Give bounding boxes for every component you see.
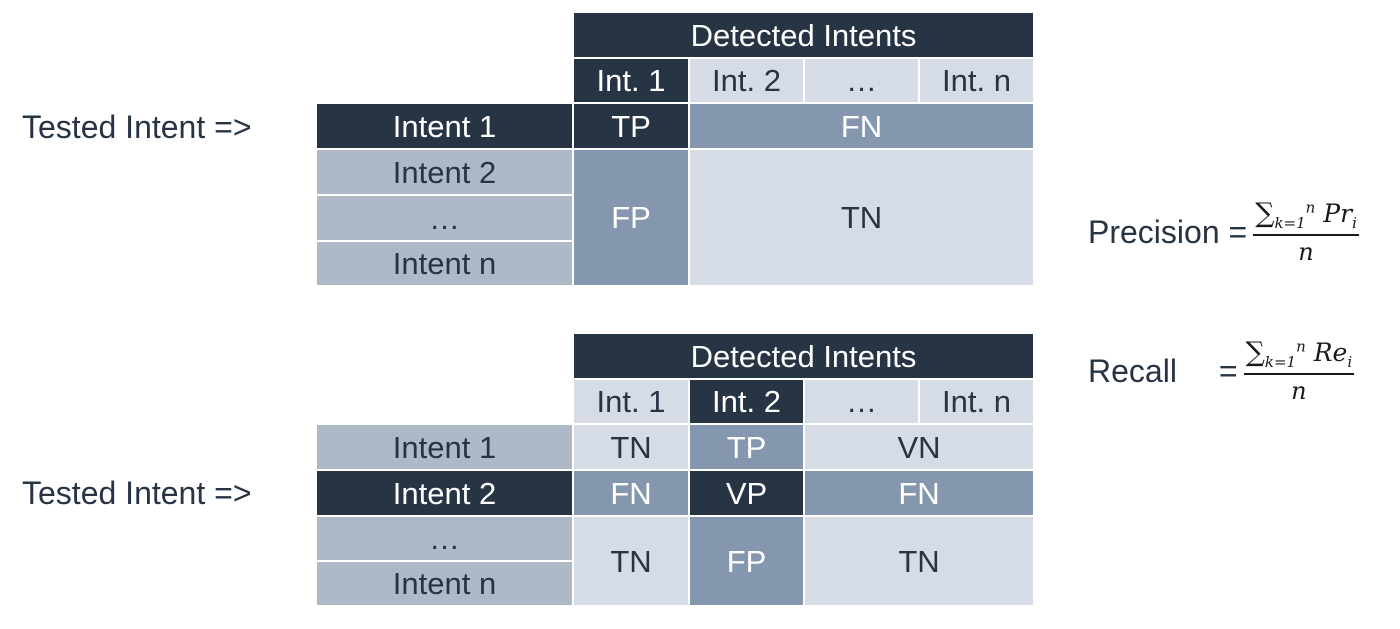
row2-header-intent-n: Intent n	[316, 561, 573, 606]
recall-label: Recall	[1088, 352, 1177, 389]
tested-intent-label: Tested Intent =>	[22, 109, 252, 145]
precision-fraction: ∑k=1n Pri n	[1253, 198, 1359, 266]
recall-denominator: n	[1291, 377, 1307, 405]
col2-header-int-2: Int. 2	[689, 379, 804, 424]
row-header-intent-1: Intent 1	[316, 103, 573, 149]
precision-denominator: n	[1298, 238, 1314, 266]
detected-intents-header: Detected Intents	[573, 12, 1034, 58]
row-header-ellipsis: …	[316, 195, 573, 241]
precision-formula: Precision = ∑k=1n Pri n	[1088, 198, 1359, 266]
row2-header-intent-1: Intent 1	[316, 424, 573, 470]
cell2-r1-c3: VN	[804, 424, 1034, 470]
col-header-int-2: Int. 2	[689, 58, 804, 103]
cell2-r1-c1: TN	[573, 424, 689, 470]
cell2-r3-c2: FP	[689, 516, 804, 606]
cell-false-negative: FN	[689, 103, 1034, 149]
precision-label: Precision =	[1088, 213, 1248, 250]
col2-header-ellipsis: …	[804, 379, 919, 424]
recall-formula: Recall = ∑k=1n Rei n	[1088, 337, 1355, 405]
cell2-r3-c1: TN	[573, 516, 689, 606]
row-header-intent-n: Intent n	[316, 241, 573, 286]
row-header-intent-2: Intent 2	[316, 149, 573, 195]
recall-fraction: ∑k=1n Rei n	[1243, 337, 1355, 405]
cell-false-positive: FP	[573, 149, 689, 286]
recall-numerator: ∑k=1n Rei	[1243, 337, 1355, 375]
cell-true-positive: TP	[573, 103, 689, 149]
col-header-ellipsis: …	[804, 58, 919, 103]
cell2-r1-c2: TP	[689, 424, 804, 470]
detected-intents-header-2: Detected Intents	[573, 333, 1034, 379]
col2-header-int-n: Int. n	[919, 379, 1034, 424]
recall-equals: =	[1218, 352, 1238, 389]
cell2-r2-c3: FN	[804, 470, 1034, 516]
cell2-r3-c3: TN	[804, 516, 1034, 606]
col-header-int-1: Int. 1	[573, 58, 689, 103]
col-header-int-n: Int. n	[919, 58, 1034, 103]
cell2-r2-c2: VP	[689, 470, 804, 516]
cell-true-negative: TN	[689, 149, 1034, 286]
row2-header-ellipsis: …	[316, 516, 573, 561]
tested-intent-label-2: Tested Intent =>	[22, 475, 252, 511]
precision-numerator: ∑k=1n Pri	[1253, 198, 1359, 236]
col2-header-int-1: Int. 1	[573, 379, 689, 424]
row2-header-intent-2: Intent 2	[316, 470, 573, 516]
cell2-r2-c1: FN	[573, 470, 689, 516]
